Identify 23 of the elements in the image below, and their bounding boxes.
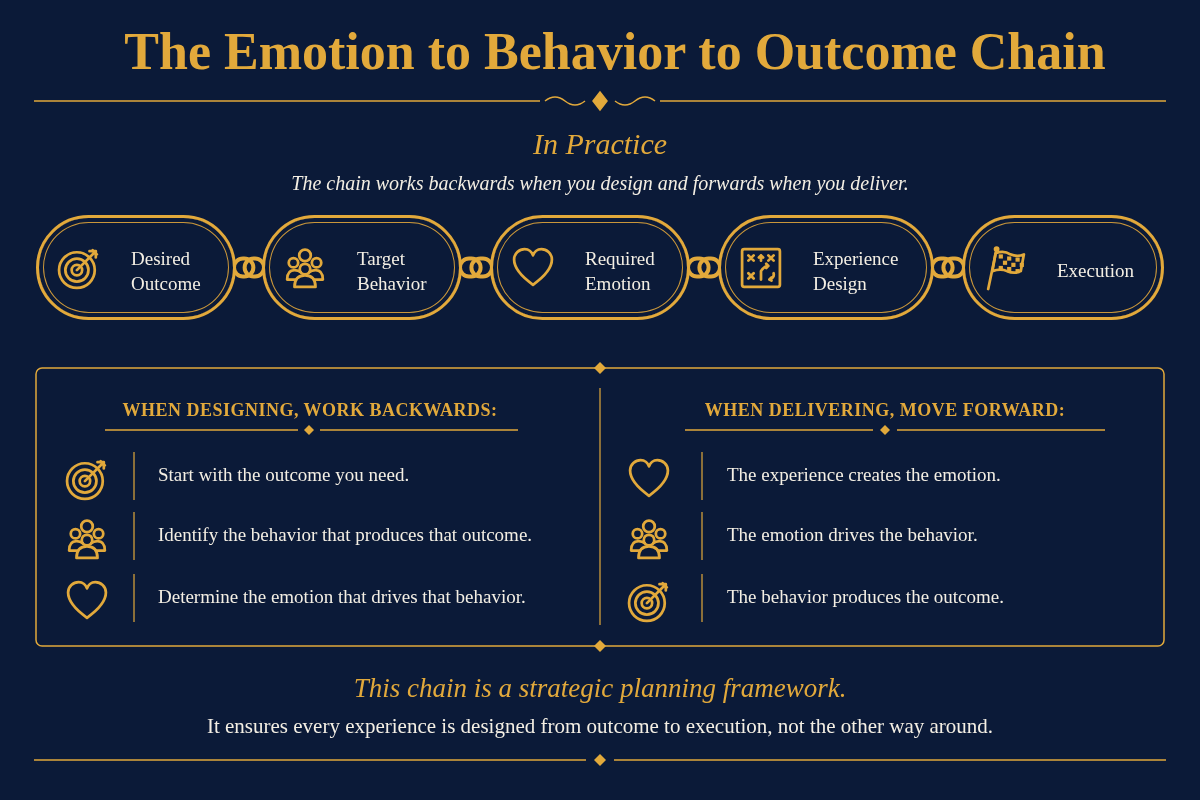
step-label: Experience Design	[813, 246, 900, 296]
list-item: The behavior produces the outcome.	[727, 585, 1005, 609]
step-label: Target Behavior	[357, 246, 428, 296]
process-pill	[262, 215, 462, 320]
step-label: Execution	[1057, 259, 1136, 283]
list-item: The emotion drives the behavior.	[727, 523, 979, 547]
closing-sentence: It ensures every experience is designed from outcome to execution, not the other way around.	[205, 713, 995, 740]
title: The Emotion to Behavior to Outcome Chain	[123, 22, 1107, 81]
step-label: Required Emotion	[585, 246, 656, 296]
section-heading: In Practice	[531, 126, 669, 162]
column-heading: WHEN DESIGNING, WORK BACKWARDS:	[121, 399, 499, 422]
process-pill	[718, 215, 934, 320]
subtitle: The chain works backwards when you design and forwards when you deliver.	[290, 171, 910, 196]
process-pill	[962, 215, 1164, 320]
list-item: Determine the emotion that drives that behavior.	[158, 585, 527, 609]
process-pill	[36, 215, 236, 320]
list-item: The experience creates the emotion.	[727, 463, 1002, 487]
list-item: Start with the outcome you need.	[158, 463, 411, 487]
closing-heading: This chain is a strategic planning framework.	[352, 672, 848, 705]
column-heading: WHEN DELIVERING, MOVE FORWARD:	[703, 399, 1067, 422]
step-label: Desired Outcome	[131, 246, 202, 296]
process-pill	[490, 215, 690, 320]
list-item: Identify the behavior that produces that outcome.	[158, 523, 534, 547]
